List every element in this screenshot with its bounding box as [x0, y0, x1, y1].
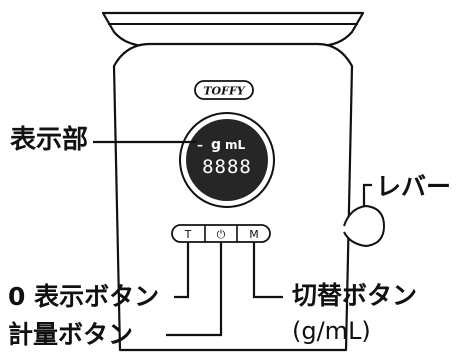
display-unit-ml: mL — [225, 138, 246, 152]
display-callout: 表示部 — [10, 125, 89, 155]
button-strip — [171, 224, 271, 243]
power-icon[interactable]: ⏻ — [217, 228, 226, 241]
tare-button[interactable]: T — [184, 228, 192, 241]
switch-button-unit-callout: (g/mL) — [292, 317, 371, 345]
display-panel: – g mL 8888 — [179, 112, 275, 208]
switch-button-leader — [252, 242, 283, 299]
display-weight-dash: – — [197, 138, 203, 152]
mode-button[interactable]: M — [249, 228, 259, 241]
top-tray — [101, 11, 365, 48]
lever-callout: レバー — [376, 172, 452, 201]
display-unit-g: g — [211, 137, 221, 153]
leader-lines — [93, 140, 372, 337]
measure-button-leader — [166, 242, 223, 337]
brand-logo: TOFFY — [194, 80, 254, 100]
switch-button-callout: 切替ボタン — [292, 281, 418, 310]
display-digits: 8888 — [202, 156, 252, 178]
lever[interactable] — [343, 204, 386, 248]
lever-leader — [362, 183, 372, 206]
zero-button-callout: 0 表示ボタン — [8, 282, 160, 311]
logo-text: TOFFY — [203, 85, 245, 98]
measure-button-callout: 計量ボタン — [8, 320, 134, 349]
zero-button-leader — [174, 242, 190, 299]
